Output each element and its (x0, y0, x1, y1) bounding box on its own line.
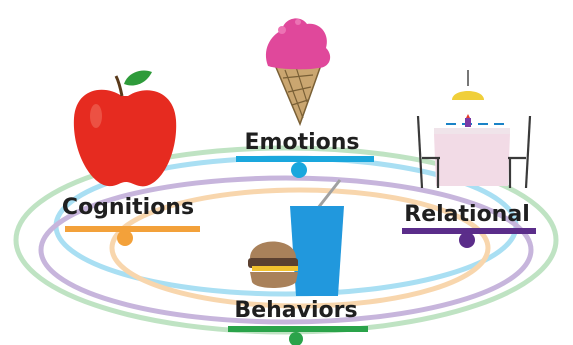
orbit-ring-orange (109, 187, 491, 309)
cognitions-label: Cognitions (62, 195, 194, 220)
emotions-bar (236, 156, 374, 162)
cognitions-bar (65, 226, 200, 232)
relational-bar (402, 228, 536, 234)
chair-left (416, 115, 440, 189)
cognitions-node-dot (117, 230, 133, 246)
burger-and-drink-icon (248, 179, 344, 296)
dining-table-icon (416, 70, 532, 189)
ice-cream-cone-icon (265, 18, 331, 127)
apple-icon (73, 70, 177, 187)
behaviors-node: Behaviors (228, 298, 368, 345)
orbit-ring-purple (38, 175, 534, 325)
chair-right (508, 115, 532, 189)
relational-node: Relational (402, 202, 536, 248)
behaviors-label: Behaviors (234, 298, 357, 323)
emotions-node-dot (291, 162, 307, 178)
behaviors-bar (228, 326, 368, 332)
emotions-node: Emotions (236, 130, 374, 178)
relational-node-dot (459, 232, 475, 248)
relational-label: Relational (404, 202, 529, 227)
emotions-label: Emotions (245, 130, 360, 155)
cognitions-node: Cognitions (62, 195, 200, 246)
behaviors-node-dot (289, 332, 303, 345)
